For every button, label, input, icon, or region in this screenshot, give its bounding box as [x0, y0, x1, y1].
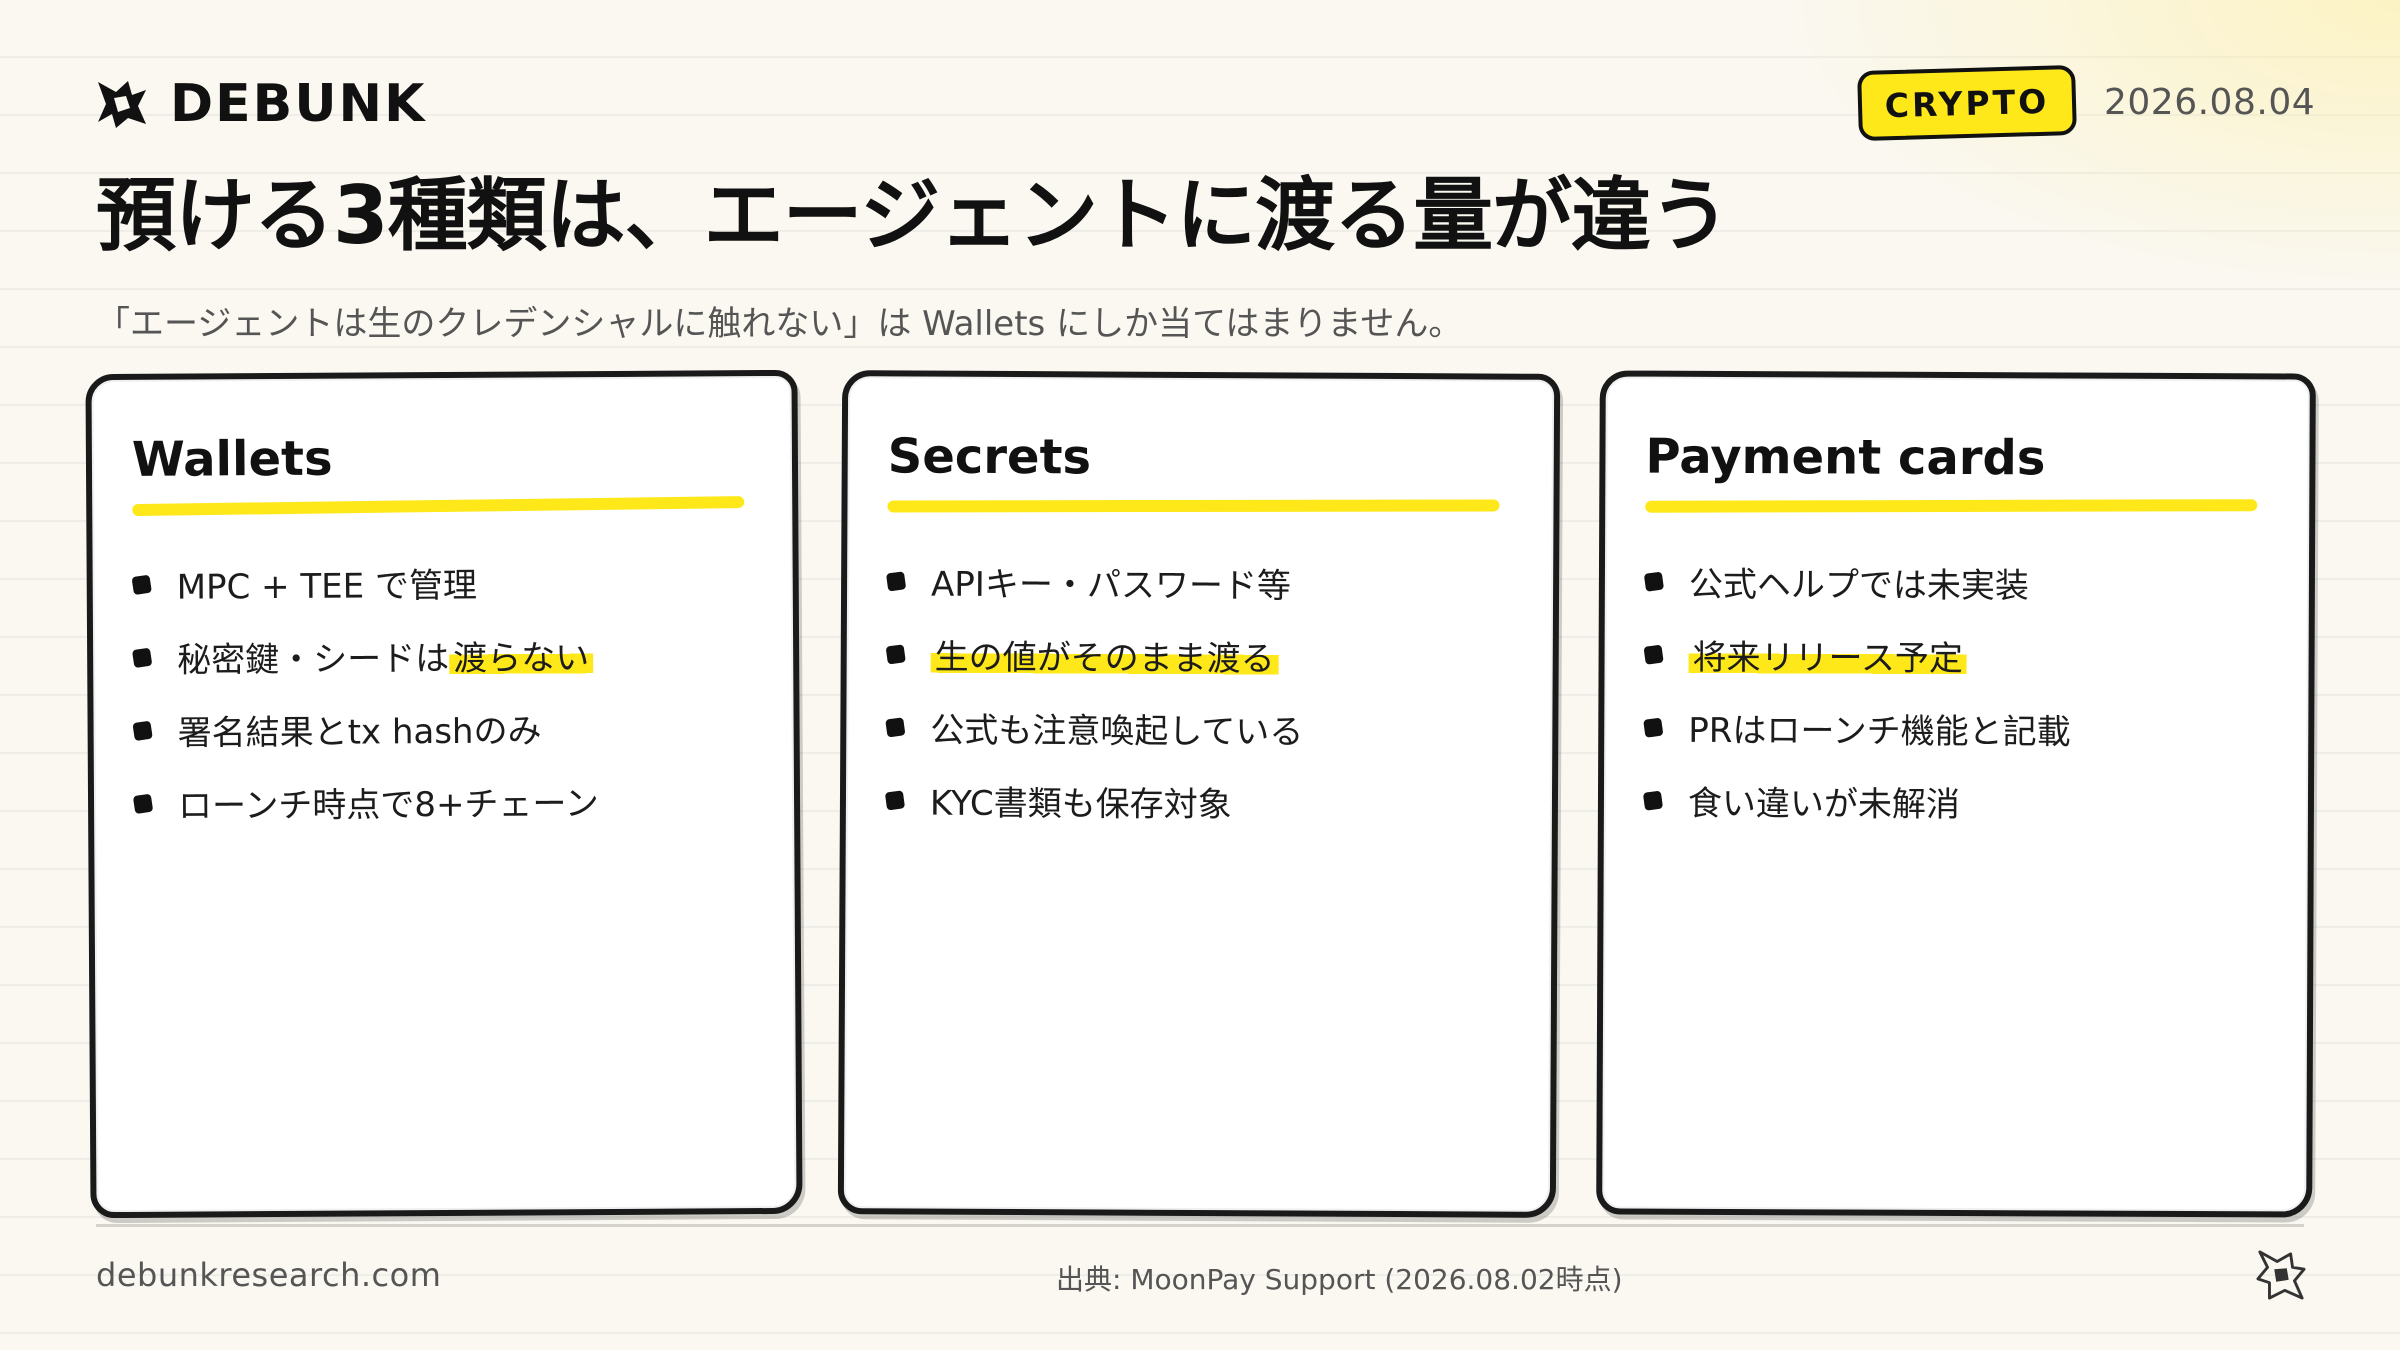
- list-item: 生の値がそのまま渡る: [885, 617, 1304, 692]
- card-title: Payment cards: [1645, 428, 2046, 487]
- item-text: 秘密鍵・シードは: [177, 638, 450, 681]
- item-text: 署名結果とtx hashのみ: [177, 711, 542, 754]
- card-wallets: Wallets MPC + TEE で管理 秘密鍵・シードは渡らない 署名結果と…: [85, 369, 803, 1219]
- item-text: 公式ヘルプでは未実装: [1688, 564, 2029, 607]
- card-secrets: Secrets APIキー・パスワード等 生の値がそのまま渡る 公式も注意喚起し…: [837, 370, 1561, 1218]
- bullet-icon: [132, 720, 153, 741]
- list-item: 将来リリース予定: [1643, 618, 2071, 693]
- item-text: KYC書類も保存対象: [929, 783, 1232, 826]
- brand: DEBUNK: [96, 78, 426, 130]
- item-text: PRはローンチ機能と記載: [1688, 710, 2071, 753]
- bullet-icon: [885, 643, 906, 665]
- list-item: 署名結果とtx hashのみ: [132, 691, 598, 767]
- list-item: MPC + TEE で管理: [131, 545, 597, 621]
- title-highlight: [887, 499, 1500, 513]
- item-highlight: 渡らない: [449, 630, 594, 680]
- card-item-list: 公式ヘルプでは未実装 将来リリース予定 PRはローンチ機能と記載 食い違いが未解…: [1642, 545, 2072, 839]
- list-item: 公式ヘルプでは未実装: [1643, 545, 2072, 620]
- list-item: ローンチ時点で8+チェーン: [132, 764, 599, 840]
- footer-source: 出典: MoonPay Support (2026.08.02時点): [1056, 1263, 1623, 1296]
- item-highlight: 生の値がそのまま渡る: [930, 629, 1279, 681]
- item-text: 公式も注意喚起している: [930, 710, 1304, 753]
- bullet-icon: [131, 647, 153, 668]
- brand-name: DEBUNK: [170, 74, 427, 134]
- bullet-icon: [132, 793, 154, 814]
- card-item-list: APIキー・パスワード等 生の値がそのまま渡る 公式も注意喚起している KYC書…: [884, 544, 1305, 838]
- debunk-star-logo-icon: [98, 81, 146, 128]
- bullet-icon: [1643, 571, 1665, 592]
- card-item-list: MPC + TEE で管理 秘密鍵・シードは渡らない 署名結果とtx hashの…: [131, 545, 599, 840]
- title-highlight: [1645, 499, 2258, 513]
- bullet-icon: [885, 570, 907, 592]
- bullet-icon: [131, 574, 152, 595]
- card-title: Wallets: [131, 430, 333, 488]
- item-text: 食い違いが未解消: [1687, 783, 1961, 826]
- publish-date: 2026.08.04: [2104, 82, 2316, 123]
- list-item: 公式も注意喚起している: [885, 690, 1304, 765]
- list-item: APIキー・パスワード等: [885, 544, 1304, 619]
- list-item: 食い違いが未解消: [1642, 764, 2071, 839]
- list-item: PRはローンチ機能と記載: [1643, 691, 2071, 766]
- list-item: 秘密鍵・シードは渡らない: [131, 618, 598, 694]
- bullet-icon: [1642, 790, 1664, 811]
- item-highlight: 将来リリース予定: [1688, 629, 1968, 681]
- title-highlight: [132, 496, 745, 517]
- page-title: 預ける3種類は、エージェントに渡る量が違う: [96, 169, 1730, 262]
- bullet-icon: [885, 716, 906, 738]
- bullet-icon: [1643, 717, 1664, 738]
- footer-divider: [96, 1224, 2304, 1227]
- footer-site-link[interactable]: debunkresearch.com: [96, 1256, 442, 1294]
- item-text: ローンチ時点で8+チェーン: [177, 784, 599, 827]
- category-badge: CRYPTO: [1857, 64, 2077, 142]
- item-text: APIキー・パスワード等: [930, 564, 1291, 607]
- bullet-icon: [884, 789, 906, 811]
- item-text: MPC + TEE で管理: [176, 565, 478, 608]
- debunk-star-logo-icon: [2256, 1250, 2306, 1300]
- card-payment-cards: Payment cards 公式ヘルプでは未実装 将来リリース予定 PRはローン…: [1596, 370, 2316, 1218]
- page-subtitle: 「エージェントは生のクレデンシャルに触れない」は Wallets にしか当てはま…: [96, 304, 1463, 344]
- card-title: Secrets: [887, 428, 1092, 486]
- bullet-icon: [1643, 644, 1664, 665]
- list-item: KYC書類も保存対象: [884, 763, 1303, 838]
